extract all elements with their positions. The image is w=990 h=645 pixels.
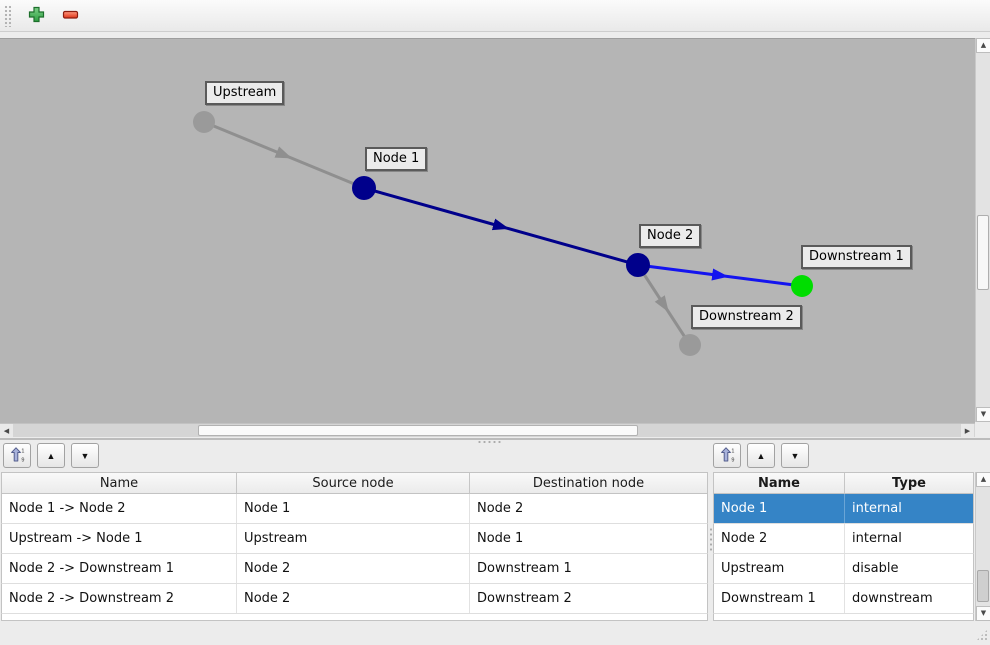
column-header[interactable]: Source node bbox=[237, 473, 470, 493]
graph-node-label[interactable]: Downstream 1 bbox=[801, 245, 912, 269]
empty-row bbox=[713, 614, 974, 621]
graph-edge[interactable] bbox=[636, 264, 692, 346]
graph-edge[interactable] bbox=[637, 263, 803, 288]
table-cell[interactable]: Downstream 1 bbox=[714, 584, 845, 613]
empty-row bbox=[1, 614, 708, 621]
svg-text:9: 9 bbox=[21, 458, 24, 463]
table-row[interactable]: Node 2 internal bbox=[713, 524, 974, 554]
scroll-down-button[interactable]: ▼ bbox=[976, 407, 990, 422]
table-cell[interactable]: Upstream -> Node 1 bbox=[2, 524, 237, 553]
table-cell[interactable]: internal bbox=[852, 531, 902, 546]
minus-icon bbox=[62, 6, 79, 26]
toolbar-drag-handle[interactable] bbox=[4, 4, 11, 27]
table-cell[interactable]: Node 1 bbox=[714, 494, 845, 523]
graph-node-label[interactable]: Upstream bbox=[205, 81, 285, 105]
scroll-up-button[interactable]: ▲ bbox=[976, 38, 990, 53]
sort-ascending-icon: 1 9 bbox=[9, 446, 26, 465]
table-cell[interactable]: Node 2 bbox=[237, 554, 470, 583]
graph-node-label[interactable]: Node 1 bbox=[365, 147, 428, 171]
table-cell[interactable]: Upstream bbox=[714, 554, 845, 583]
graph-node[interactable] bbox=[791, 275, 813, 297]
table-row[interactable]: Downstream 1 downstream bbox=[713, 584, 974, 614]
column-header[interactable]: Type bbox=[892, 475, 926, 491]
edge-move-down-button[interactable]: ▼ bbox=[71, 443, 99, 468]
table-cell[interactable]: Node 2 bbox=[237, 584, 470, 613]
scroll-down-button[interactable]: ▼ bbox=[976, 606, 990, 621]
graph-edge[interactable] bbox=[363, 186, 639, 267]
table-cell[interactable]: Node 1 bbox=[477, 531, 524, 546]
horizontal-scrollbar-thumb[interactable] bbox=[198, 425, 638, 436]
svg-text:9: 9 bbox=[731, 458, 734, 463]
scrollbar-thumb[interactable] bbox=[977, 570, 989, 602]
table-cell[interactable]: Downstream 1 bbox=[477, 561, 572, 576]
graph-edges bbox=[203, 120, 803, 346]
plus-icon bbox=[28, 6, 45, 26]
node-table-toolbar: 1 9 ▲ ▼ bbox=[713, 443, 809, 469]
canvas-horizontal-scrollbar[interactable]: ◀ ▶ bbox=[0, 423, 975, 437]
graph-node-label[interactable]: Downstream 2 bbox=[691, 305, 802, 329]
column-header[interactable]: Name bbox=[2, 473, 237, 493]
edge-table-toolbar: 1 9 ▲ ▼ bbox=[3, 443, 99, 469]
graph-node-label[interactable]: Node 2 bbox=[639, 224, 702, 248]
window-resize-grip[interactable] bbox=[976, 629, 988, 641]
vertical-scrollbar-thumb[interactable] bbox=[977, 215, 989, 290]
column-header[interactable]: Destination node bbox=[532, 475, 645, 491]
graph-node[interactable] bbox=[626, 253, 650, 277]
main-toolbar bbox=[0, 0, 990, 32]
svg-text:1: 1 bbox=[731, 448, 734, 454]
table-cell[interactable]: Node 2 -> Downstream 1 bbox=[2, 554, 237, 583]
table-cell[interactable]: Downstream 2 bbox=[477, 591, 572, 606]
sort-ascending-icon: 1 9 bbox=[719, 446, 736, 465]
splitter-grip-icon bbox=[477, 440, 503, 443]
table-splitter[interactable] bbox=[709, 527, 713, 553]
node-sort-button[interactable]: 1 9 bbox=[713, 443, 741, 468]
add-button[interactable] bbox=[21, 3, 51, 29]
node-move-down-button[interactable]: ▼ bbox=[781, 443, 809, 468]
scroll-right-button[interactable]: ▶ bbox=[961, 424, 974, 437]
edge-sort-button[interactable]: 1 9 bbox=[3, 443, 31, 468]
table-row[interactable]: Upstream disable bbox=[713, 554, 974, 584]
table-cell[interactable]: Node 1 bbox=[237, 494, 470, 523]
table-cell[interactable]: Node 2 bbox=[714, 524, 845, 553]
graph-node[interactable] bbox=[193, 111, 215, 133]
scroll-left-button[interactable]: ◀ bbox=[0, 424, 13, 437]
graph-node[interactable] bbox=[352, 176, 376, 200]
table-header: Name Type bbox=[713, 472, 974, 494]
graph-edge[interactable] bbox=[203, 120, 365, 190]
canvas-vertical-scrollbar[interactable]: ▲ ▼ bbox=[975, 38, 990, 422]
table-cell[interactable]: internal bbox=[852, 501, 902, 516]
table-row[interactable]: Node 1 internal bbox=[713, 494, 974, 524]
table-cell[interactable]: Upstream bbox=[237, 524, 470, 553]
table-cell[interactable]: disable bbox=[852, 561, 899, 576]
table-cell[interactable]: Node 2 bbox=[477, 501, 524, 516]
graph-node[interactable] bbox=[679, 334, 701, 356]
edge-move-up-button[interactable]: ▲ bbox=[37, 443, 65, 468]
remove-button[interactable] bbox=[55, 3, 85, 29]
node-move-up-button[interactable]: ▲ bbox=[747, 443, 775, 468]
column-header[interactable]: Name bbox=[714, 473, 845, 493]
node-table-scrollbar[interactable]: ▲ ▼ bbox=[975, 472, 990, 621]
table-cell[interactable]: downstream bbox=[852, 591, 933, 606]
horizontal-splitter[interactable] bbox=[0, 438, 990, 440]
table-cell[interactable]: Node 2 -> Downstream 2 bbox=[2, 584, 237, 613]
table-cell[interactable]: Node 1 -> Node 2 bbox=[2, 494, 237, 523]
scroll-up-button[interactable]: ▲ bbox=[976, 472, 990, 487]
svg-text:1: 1 bbox=[21, 448, 24, 454]
